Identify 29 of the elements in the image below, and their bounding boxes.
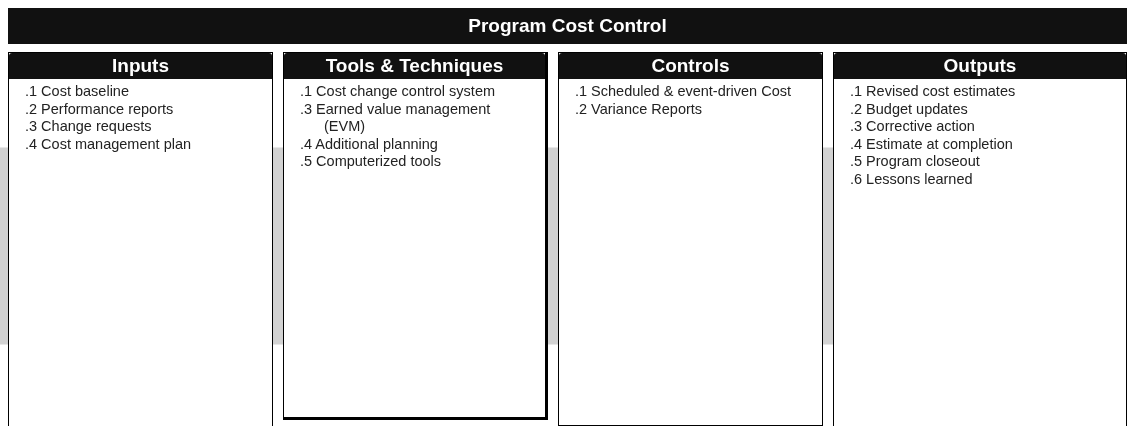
- list-item: .5 Computerized tools: [300, 153, 443, 171]
- list-item: .1 Cost baseline: [25, 83, 130, 101]
- connector-band: [273, 147, 283, 345]
- title-band: Program Cost Control: [8, 8, 1127, 44]
- connector-band: [0, 147, 8, 345]
- list-item: .3 Change requests: [25, 118, 153, 136]
- list-item: .1 Scheduled & event-driven Cost: [575, 83, 792, 101]
- list-item: .3 Corrective action: [850, 118, 976, 136]
- list-item: .3 Earned value management (EVM): [300, 100, 492, 136]
- column-box: [283, 52, 548, 420]
- column-heading: Controls: [559, 53, 822, 79]
- list-item: .1 Cost change control system: [300, 83, 497, 101]
- list-item: .4 Estimate at completion: [850, 135, 1014, 153]
- list-item: .4 Cost management plan: [25, 135, 193, 153]
- connector-band: [823, 147, 833, 345]
- list-item: .6 Lessons learned: [850, 170, 974, 188]
- list-item: .4 Additional planning: [300, 135, 439, 153]
- list-item: .1 Revised cost estimates: [850, 83, 1017, 101]
- column-heading: Tools & Techniques: [284, 53, 545, 79]
- column-heading: Outputs: [834, 53, 1126, 79]
- list-item: .2 Budget updates: [850, 100, 969, 118]
- column-box: [558, 52, 823, 426]
- connector-band: [548, 147, 558, 345]
- column-box: [8, 52, 273, 426]
- list-item: .2 Variance Reports: [575, 100, 704, 118]
- list-item: .5 Program closeout: [850, 153, 981, 171]
- list-item: .2 Performance reports: [25, 100, 175, 118]
- column-box: [833, 52, 1127, 426]
- column-heading: Inputs: [9, 53, 272, 79]
